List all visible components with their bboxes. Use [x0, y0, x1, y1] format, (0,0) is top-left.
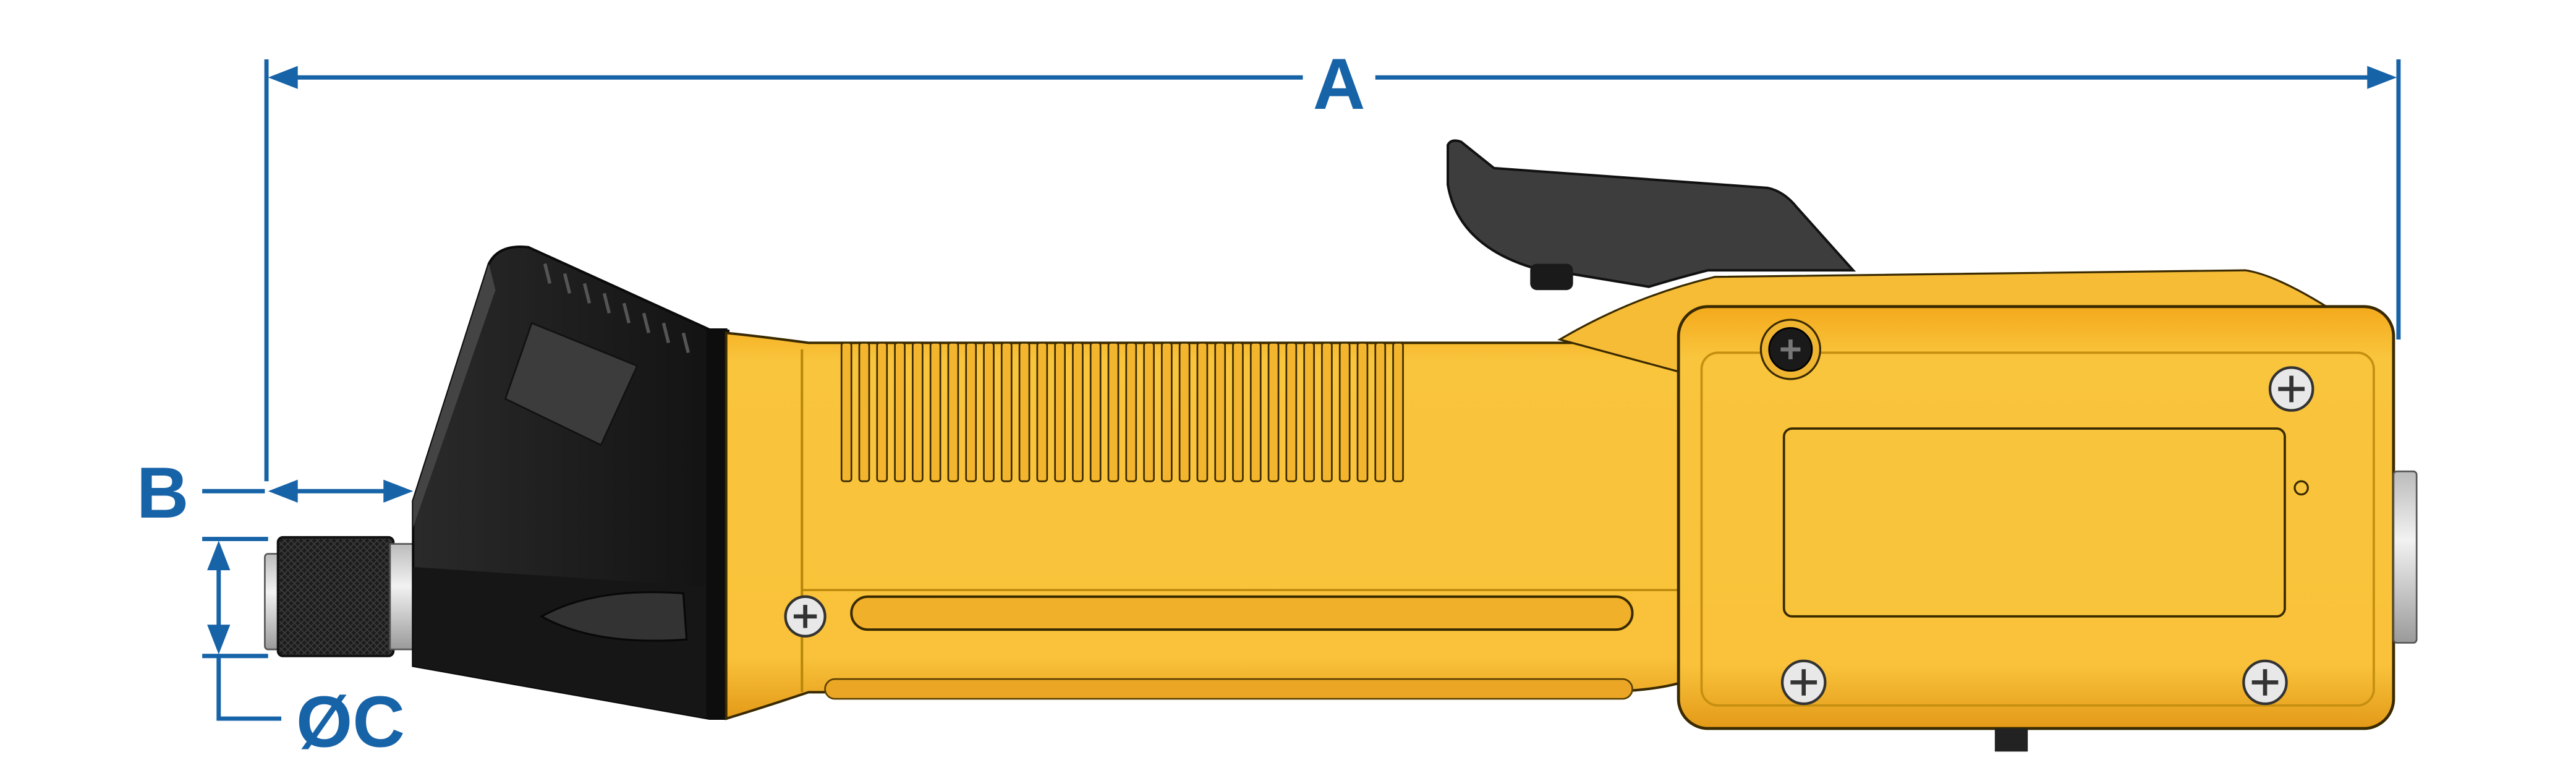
vent-slot	[1143, 342, 1155, 482]
dim-c-arrow-top	[207, 540, 231, 571]
trigger-lever	[1447, 139, 1856, 288]
screw-top-black	[1759, 318, 1821, 380]
nose-lower-band	[413, 566, 710, 719]
vent-slot	[965, 342, 977, 482]
indicator-hole	[2293, 480, 2309, 496]
vent-slot	[1036, 342, 1048, 482]
vent-slot	[1125, 342, 1137, 482]
dim-a-label: A	[1313, 43, 1366, 124]
vent-slot	[894, 342, 906, 482]
vent-slot	[1000, 342, 1013, 482]
vent-slot	[1338, 342, 1351, 482]
nose-bevel	[413, 263, 496, 527]
vent-slot	[912, 342, 924, 482]
dim-a-arrow-right	[2367, 66, 2397, 89]
vent-slot	[1321, 342, 1333, 482]
dim-c-leader	[216, 656, 282, 721]
nose-vents	[543, 263, 690, 354]
vent-slot	[1107, 342, 1120, 482]
label-plate	[1782, 427, 2286, 618]
dimension-labels: A B ØC	[137, 43, 1366, 762]
vent-slot	[947, 342, 959, 482]
barrel-vent-slots	[840, 342, 1404, 482]
vent-slot	[1249, 342, 1262, 482]
vent-slot	[1303, 342, 1315, 482]
vent-slot	[983, 342, 995, 482]
vent-slot	[1072, 342, 1084, 482]
grip-groove	[850, 595, 1634, 631]
dimension-annotations	[202, 59, 2401, 721]
screw-rear-bottom-left	[1780, 659, 1827, 706]
nose-window	[504, 322, 639, 446]
vent-slot	[858, 342, 870, 482]
dim-b-arrow-right	[383, 479, 414, 503]
dim-c-label: ØC	[296, 681, 405, 762]
rear-cap	[2392, 470, 2418, 644]
chuck-collar	[389, 543, 414, 651]
chuck-sleeve	[276, 536, 395, 657]
bottom-connector	[1994, 728, 2028, 752]
vent-slot	[1285, 342, 1298, 482]
vent-slot	[1196, 342, 1209, 482]
vent-slot	[876, 342, 888, 482]
screw-rear-bottom-right	[2242, 659, 2288, 706]
tool-illustration	[264, 139, 2418, 752]
vent-slot	[1356, 342, 1369, 482]
vent-slot	[1018, 342, 1031, 482]
vent-slot	[1232, 342, 1244, 482]
lever-pin	[1530, 263, 1573, 291]
grip-groove-lower	[824, 678, 1633, 700]
vent-slot	[1178, 342, 1191, 482]
vent-slot	[1267, 342, 1280, 482]
vent-slot	[929, 342, 942, 482]
vent-slot	[1054, 342, 1066, 482]
screw-rear-top	[2268, 366, 2315, 412]
vent-slot	[1214, 342, 1226, 482]
dim-c-arrow-bottom	[207, 625, 231, 655]
rear-inner-panel	[1700, 351, 2375, 707]
nose-slot	[539, 591, 688, 642]
vent-slot	[840, 342, 852, 482]
dim-a-arrow-left	[268, 66, 298, 89]
vent-slot	[1161, 342, 1173, 482]
screw-front	[784, 595, 827, 638]
dim-b-arrow-left	[268, 479, 298, 503]
vent-slot	[1089, 342, 1102, 482]
dim-b-label: B	[137, 452, 189, 533]
vent-slot	[1374, 342, 1387, 482]
vent-slot	[1392, 342, 1404, 482]
